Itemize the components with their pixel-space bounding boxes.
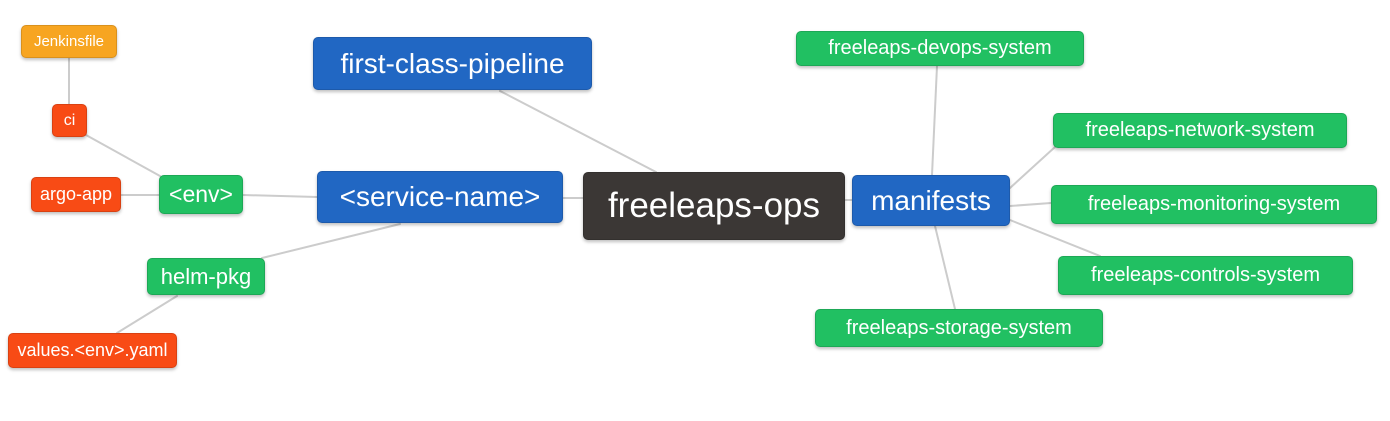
edge-manifests--freeleaps-storage-system (934, 225, 956, 310)
edge-env--service-name (242, 194, 318, 198)
node-freeleaps-ops[interactable]: freeleaps-ops (583, 172, 845, 240)
node-first-class-pipeline[interactable]: first-class-pipeline (313, 37, 592, 90)
edge-first-class-pipeline--freeleaps-ops (499, 90, 657, 173)
node-env[interactable]: <env> (159, 175, 243, 214)
edge-ci--env (85, 134, 161, 177)
node-freeleaps-network-system[interactable]: freeleaps-network-system (1053, 113, 1347, 148)
edge-service-name--helm-pkg (261, 223, 401, 259)
node-jenkinsfile[interactable]: Jenkinsfile (21, 25, 117, 58)
edge-manifests--freeleaps-network-system (1009, 146, 1056, 189)
node-service-name[interactable]: <service-name> (317, 171, 563, 223)
node-values-env-yaml[interactable]: values.<env>.yaml (8, 333, 177, 368)
node-freeleaps-monitoring-system[interactable]: freeleaps-monitoring-system (1051, 185, 1377, 224)
edge-manifests--freeleaps-monitoring-system (1009, 202, 1052, 207)
node-freeleaps-controls-system[interactable]: freeleaps-controls-system (1058, 256, 1353, 295)
edge-freeleaps-devops-system--manifests (931, 65, 938, 176)
edge-manifests--freeleaps-controls-system (1009, 219, 1101, 257)
node-argo-app[interactable]: argo-app (31, 177, 121, 212)
node-helm-pkg[interactable]: helm-pkg (147, 258, 265, 295)
node-freeleaps-devops-system[interactable]: freeleaps-devops-system (796, 31, 1084, 66)
node-manifests[interactable]: manifests (852, 175, 1010, 226)
node-ci[interactable]: ci (52, 104, 87, 137)
node-freeleaps-storage-system[interactable]: freeleaps-storage-system (815, 309, 1103, 347)
edge-helm-pkg--values-env-yaml (116, 295, 178, 334)
